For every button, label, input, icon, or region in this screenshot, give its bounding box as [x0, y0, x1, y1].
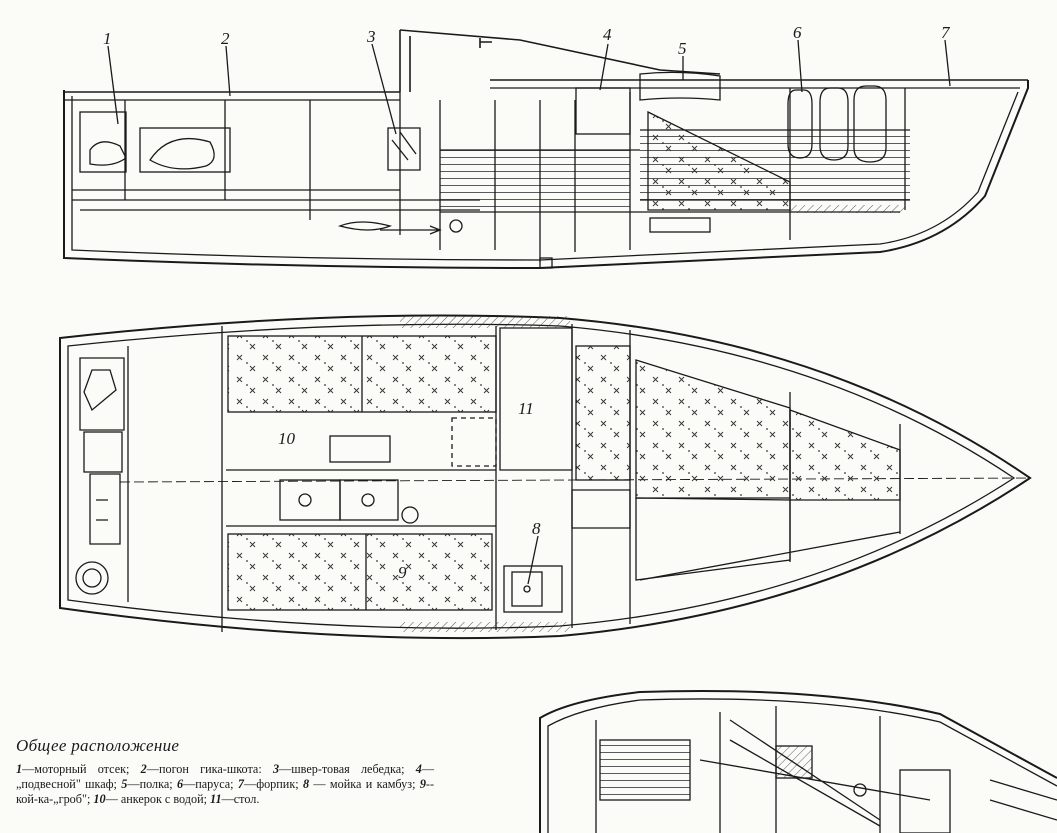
label-2: 2: [221, 29, 230, 48]
label-1: 1: [103, 29, 112, 48]
engine-shape: [89, 141, 127, 166]
legend-text: 1—моторный отсек; 2—погон гика-шкота: 3—…: [16, 762, 434, 807]
label-3: 3: [366, 27, 376, 46]
water-tanks: [279, 479, 399, 521]
label-7: 7: [941, 23, 951, 42]
legend-item-4: 4—„подвесной" шкаф;: [16, 762, 435, 791]
callout-labels: 1 2 3 4 5 6 7 8 9 10 11: [103, 23, 951, 582]
side-profile-view: [63, 29, 1029, 270]
drawing-caption: Общее расположение: [16, 736, 180, 755]
label-9: 9: [398, 563, 407, 582]
sails-bags: [787, 85, 887, 163]
plan-view: [59, 314, 1032, 640]
label-8: 8: [532, 519, 541, 538]
legend-item-7: 7—форпик;: [237, 777, 303, 791]
hull-plan-outline: [59, 314, 1032, 640]
legend-item-8: 8 — мойка и камбуз;: [302, 777, 420, 791]
legend-item-6: 6—паруса;: [176, 777, 238, 791]
legend-item-1: 1—моторный отсек;: [16, 762, 141, 776]
engine-plan: [75, 357, 125, 595]
partial-side-section: [539, 689, 1057, 833]
berth-forward: [635, 359, 791, 499]
legend-item-9: 9--кой-ка-„гроб";: [16, 777, 435, 806]
winch-shape: [387, 127, 421, 171]
galley-sink: [503, 565, 563, 613]
label-10: 10: [278, 429, 296, 448]
table-plan: [499, 327, 573, 471]
label-6: 6: [793, 23, 802, 42]
shelf-side: [639, 71, 721, 101]
label-5: 5: [678, 39, 687, 58]
label-11: 11: [518, 399, 534, 418]
legend-item-11: 11—стол.: [210, 792, 260, 806]
legend-item-3: 3—швер-товая лебедка;: [272, 762, 416, 776]
deck-line: [64, 79, 1028, 93]
hull-side-outline: [63, 80, 1029, 270]
label-4: 4: [603, 25, 612, 44]
legend-item-5: 5—полка;: [121, 777, 177, 791]
cabin-top: [399, 29, 721, 92]
berth-aft-stbd: [227, 533, 493, 611]
locker-side: [575, 87, 631, 135]
legend-item-10: 10— анкерок с водой;: [93, 792, 211, 806]
legend-item-2: 2—погон гика-шкота:: [140, 762, 273, 776]
